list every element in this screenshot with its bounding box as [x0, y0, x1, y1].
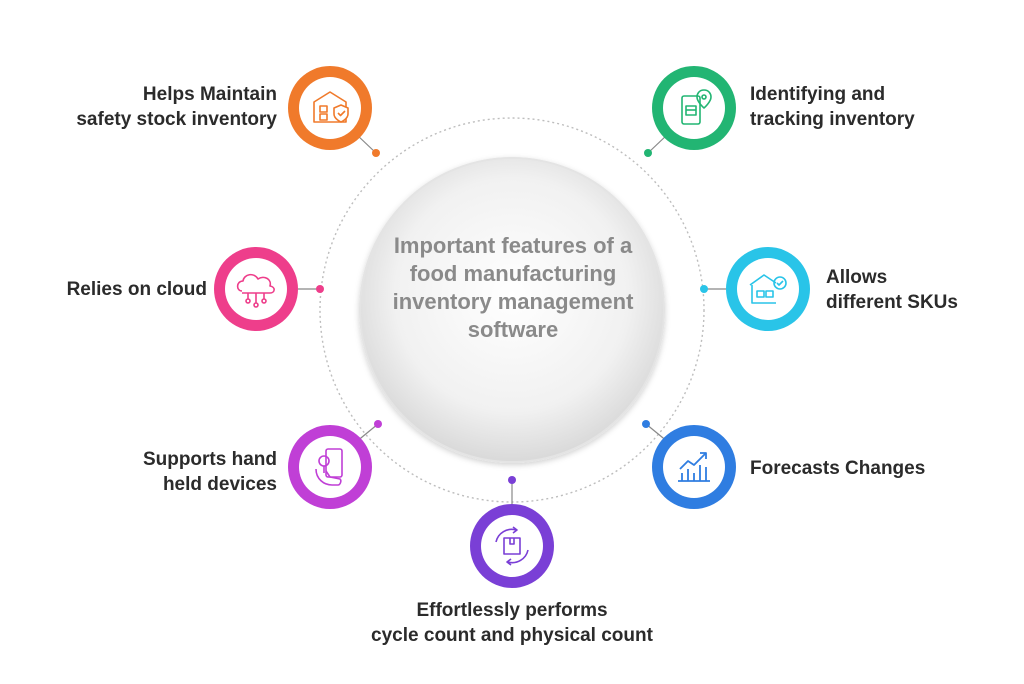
- label-forecast: Forecasts Changes: [750, 456, 925, 481]
- badge-skus: [726, 247, 810, 331]
- label-line: Supports hand: [142, 449, 277, 470]
- label-cloud: Relies on cloud: [67, 277, 207, 302]
- cycle-box-icon: [495, 526, 529, 566]
- connectors: [298, 133, 726, 505]
- badge-cloud: [214, 247, 298, 331]
- badge-safety-stock: [288, 66, 372, 150]
- center-title-line: Important features of a: [393, 233, 633, 258]
- badge-handheld: [288, 425, 372, 509]
- hand-phone-icon: [315, 448, 343, 486]
- center-circle: [359, 157, 665, 463]
- label-line: Effortlessly performs: [416, 600, 608, 621]
- center-title-line: inventory management: [392, 289, 634, 314]
- connector-dot-skus: [700, 285, 708, 293]
- trend-chart-icon: [678, 452, 710, 482]
- cloud-network-icon: [236, 273, 275, 308]
- badge-forecast: [652, 425, 736, 509]
- badge-cycle-count: [470, 504, 554, 588]
- connector-dot-forecast: [642, 420, 650, 428]
- warehouse-gear-icon: [749, 274, 787, 304]
- label-line: Identifying and: [750, 84, 886, 105]
- label-line: Relies on cloud: [66, 279, 207, 300]
- label-line: different SKUs: [826, 292, 958, 313]
- label-handheld: Supports hand held devices: [143, 447, 277, 497]
- label-skus: Allows different SKUs: [826, 265, 958, 315]
- label-safety-stock: Helps Maintain safety stock inventory: [76, 82, 277, 132]
- connector-dot-cloud: [316, 285, 324, 293]
- label-tracking: Identifying and tracking inventory: [750, 82, 915, 132]
- label-line: held devices: [162, 474, 277, 495]
- label-line: safety stock inventory: [76, 109, 277, 130]
- connector-dot-safety-stock: [372, 149, 380, 157]
- label-cycle-count: Effortlessly performs cycle count and ph…: [312, 598, 712, 648]
- connector-dot-tracking: [644, 149, 652, 157]
- label-line: Helps Maintain: [142, 84, 277, 105]
- center-title-line: software: [467, 317, 559, 342]
- label-line: cycle count and physical count: [371, 625, 653, 646]
- connector-dot-handheld: [374, 420, 382, 428]
- warehouse-shield-icon: [313, 91, 349, 123]
- phone-location-box-icon: [681, 89, 712, 125]
- label-line: tracking inventory: [750, 109, 915, 130]
- connector-dot-cycle-count: [508, 476, 516, 484]
- center-title-line: food manufacturing: [409, 261, 617, 286]
- label-line: Allows: [826, 267, 888, 288]
- badge-tracking: [652, 66, 736, 150]
- label-line: Forecasts Changes: [750, 458, 926, 479]
- center-title: Important features of a food manufacturi…: [365, 232, 661, 344]
